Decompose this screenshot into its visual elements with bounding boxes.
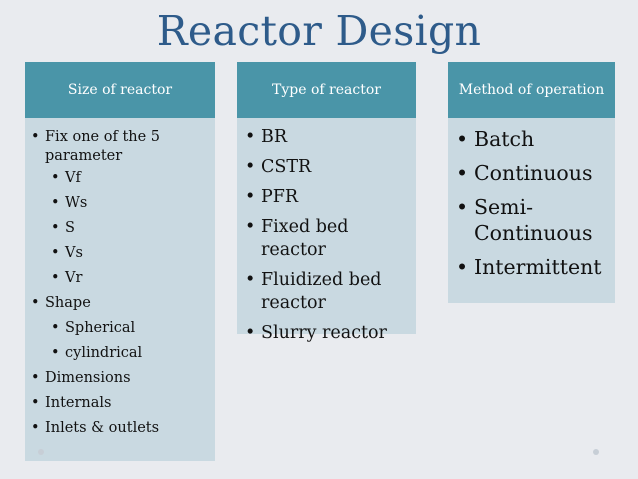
list-item: • Ws xyxy=(31,191,215,216)
list-item-text: Dimensions xyxy=(45,370,131,386)
bullet-icon: • xyxy=(31,129,40,145)
bullet-icon: • xyxy=(245,127,256,147)
bullet-icon: • xyxy=(245,187,256,207)
list-item: • Internals xyxy=(31,391,215,416)
list-item-text: Continuous xyxy=(474,161,593,185)
bullet-icon: • xyxy=(31,420,40,436)
list-item: • Vs xyxy=(31,241,215,266)
list-item: •Fixed bed reactor xyxy=(245,216,416,262)
column-body: •Fix one of the 5 parameter •Vf •Ws •S •… xyxy=(25,118,215,461)
list-item: •Fluidized bed reactor xyxy=(245,269,416,315)
list-item-text: Shape xyxy=(45,295,91,311)
bullet-icon: • xyxy=(31,370,40,386)
list-item-text: Vs xyxy=(65,245,83,261)
list-item-text: Slurry reactor xyxy=(261,323,387,343)
list-item-text: Intermittent xyxy=(474,255,602,279)
bullet-icon: • xyxy=(31,395,40,411)
bullet-icon: • xyxy=(456,161,469,185)
bullet-list: •Batch •Continuous •Semi-Continuous •Int… xyxy=(456,126,615,280)
list-item: •Continuous xyxy=(456,160,615,186)
list-item-text: BR xyxy=(261,127,288,147)
list-item: •Batch xyxy=(456,126,615,152)
list-item: •CSTR xyxy=(245,156,416,179)
bullet-icon: • xyxy=(51,270,60,286)
bullet-icon: • xyxy=(51,170,60,186)
list-item: •Intermittent xyxy=(456,254,615,280)
list-item: •PFR xyxy=(245,186,416,209)
list-item-text: Spherical xyxy=(65,320,136,336)
list-item-text: Fixed bed reactor xyxy=(261,217,349,260)
list-item-text: Batch xyxy=(474,127,535,151)
decorative-dot-icon xyxy=(38,449,44,455)
bullet-icon: • xyxy=(245,323,256,343)
slide-title: Reactor Design xyxy=(156,7,482,55)
decorative-dot-icon xyxy=(593,449,599,455)
list-item-text: Semi-Continuous xyxy=(474,195,593,245)
list-item: • Fix one of the 5 parameter xyxy=(31,128,215,166)
bullet-icon: • xyxy=(245,157,256,177)
bullet-icon: • xyxy=(245,270,256,290)
bullet-icon: • xyxy=(245,217,256,237)
list-item: • Inlets & outlets xyxy=(31,416,215,441)
list-item-text: Ws xyxy=(65,195,88,211)
list-item: • Shape xyxy=(31,291,215,316)
list-item: • Dimensions xyxy=(31,366,215,391)
bullet-icon: • xyxy=(456,195,469,219)
bullet-icon: • xyxy=(51,195,60,211)
list-item-text: Internals xyxy=(45,395,112,411)
list-item: • Vf xyxy=(31,166,215,191)
bullet-icon: • xyxy=(51,345,60,361)
bullet-icon: • xyxy=(456,127,469,151)
column-type-of-reactor: Type of reactor •BR •CSTR •PFR •Fixed be… xyxy=(237,62,416,343)
list-item-text: Inlets & outlets xyxy=(45,420,160,436)
list-item-text: CSTR xyxy=(261,157,312,177)
list-item-text: S xyxy=(65,220,75,236)
list-item-text: Fluidized bed reactor xyxy=(261,270,382,313)
bullet-icon: • xyxy=(51,245,60,261)
column-header: Size of reactor xyxy=(25,62,215,118)
list-item: •Semi-Continuous xyxy=(456,194,615,246)
list-item-text: PFR xyxy=(261,187,299,207)
column-header: Method of operation xyxy=(448,62,615,118)
list-item-text: cylindrical xyxy=(65,345,143,361)
column-size-of-reactor: Size of reactor • Fix one of the 5 parame… xyxy=(25,62,215,461)
list-item: • cylindrical xyxy=(31,341,215,366)
list-item-text: Fix one of the 5 parameter xyxy=(45,129,161,164)
list-item-text: Vr xyxy=(65,270,83,286)
list-item: • Spherical xyxy=(31,316,215,341)
list-item: •BR xyxy=(245,126,416,149)
bullet-icon: • xyxy=(51,320,60,336)
column-body: •BR •CSTR •PFR •Fixed bed reactor •Fluid… xyxy=(237,118,416,343)
column-body: •Batch •Continuous •Semi-Continuous •Int… xyxy=(448,118,615,303)
list-item: •S xyxy=(31,216,215,241)
bullet-icon: • xyxy=(51,220,60,236)
list-item: •Slurry reactor xyxy=(245,322,416,345)
list-item-text: Vf xyxy=(65,170,81,186)
list-item: • Vr xyxy=(31,266,215,291)
column-header: Type of reactor xyxy=(237,62,416,118)
bullet-icon: • xyxy=(31,295,40,311)
bullet-list: •BR •CSTR •PFR •Fixed bed reactor •Fluid… xyxy=(245,126,416,345)
bullet-icon: • xyxy=(456,255,469,279)
column-method-of-operation: Method of operation •Batch •Continuous •… xyxy=(448,62,615,303)
bullet-list: •Fix one of the 5 parameter •Vf •Ws •S •… xyxy=(31,128,215,441)
